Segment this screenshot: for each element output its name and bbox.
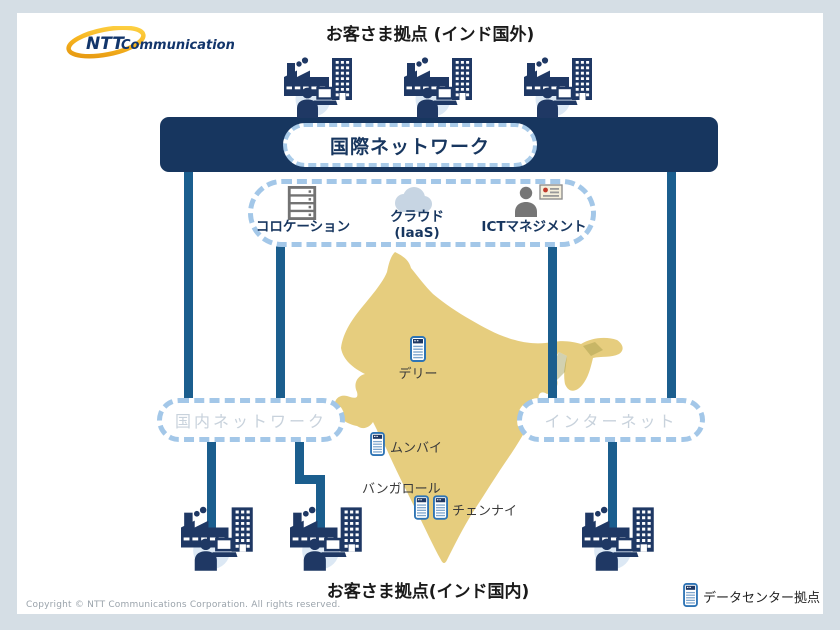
ict-person-badge-icon <box>514 184 564 217</box>
cloud-label: クラウド(IaaS) <box>390 209 444 241</box>
city-label-delhi: デリー <box>398 367 438 382</box>
customer-site-icon <box>582 505 658 571</box>
connector-international-to-internet <box>667 170 676 404</box>
logo-swoosh-icon <box>66 26 146 59</box>
customer-site-icon <box>181 505 257 571</box>
datacenter-icon-delhi <box>410 336 426 362</box>
international-network-pill: 国際ネットワーク <box>283 123 537 167</box>
connector-ict-to-internet <box>548 246 557 404</box>
colocation-label: コロケーション <box>255 219 351 235</box>
colocation-rack-icon <box>287 186 317 220</box>
international-network-label: 国際ネットワーク <box>329 135 490 158</box>
ntt-communications-logo: NTT Communications <box>66 26 234 59</box>
legend-datacenter-icon <box>683 583 698 607</box>
connector-colocation-to-domestic <box>276 246 285 404</box>
india-map <box>334 252 623 563</box>
connector-internet-to-site6 <box>608 440 617 538</box>
city-label-chennai: チェンナイ <box>452 504 518 519</box>
datacenter-icon-bangalore <box>414 495 429 520</box>
bottom-title: お客さま拠点(インド国内) <box>326 582 530 602</box>
connector-domestic-elbow-h <box>295 475 325 484</box>
connector-domestic-to-site4 <box>207 438 216 538</box>
datacenter-icon-mumbai <box>370 432 385 456</box>
ict-management-label: ICTマネジメント <box>481 219 587 235</box>
city-label-bangalore: バンガロール <box>362 482 441 497</box>
top-title: お客さま拠点 (インド国外) <box>325 25 535 45</box>
connector-international-to-domestic <box>184 170 193 404</box>
city-label-mumbai: ムンバイ <box>390 441 443 456</box>
customer-site-icon <box>404 56 476 118</box>
customer-site-icon <box>284 56 356 118</box>
logo-communications-text: Communications <box>121 38 234 53</box>
internet-label: インターネット <box>544 412 678 431</box>
legend-datacenter-label: データセンター拠点 <box>703 591 821 606</box>
connector-domestic-elbow-v1 <box>295 438 304 484</box>
domestic-network-node: 国内ネットワーク <box>157 398 345 442</box>
internet-node: インターネット <box>517 398 705 442</box>
customer-site-icon <box>524 56 596 118</box>
customer-site-icon <box>290 505 366 571</box>
copyright-text: Copyright © NTT Communications Corporati… <box>26 600 341 610</box>
datacenter-icon-chennai <box>433 495 448 520</box>
logo-ntt-text: NTT <box>86 34 125 54</box>
domestic-network-label: 国内ネットワーク <box>174 412 327 431</box>
connector-domestic-to-site5 <box>316 475 325 538</box>
